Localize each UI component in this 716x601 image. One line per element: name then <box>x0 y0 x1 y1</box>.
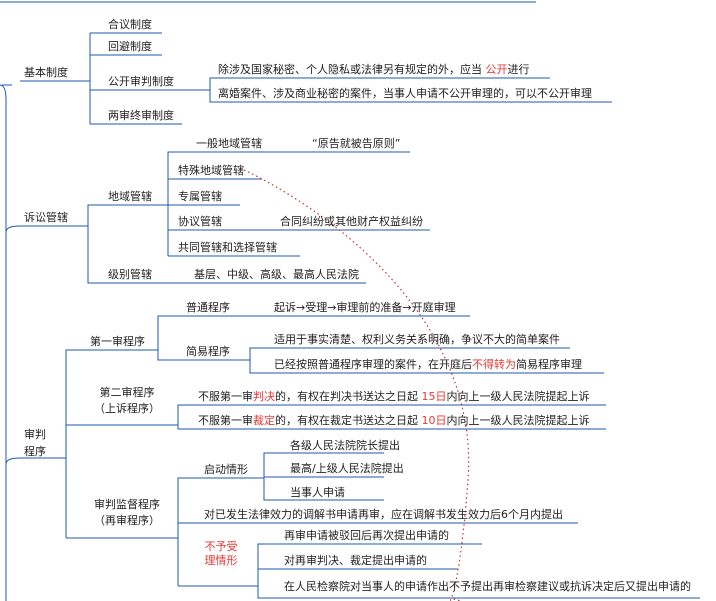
node-recusal-system: 回避制度 <box>108 40 152 53</box>
not-accepted-3: 在人民检察院对当事人的申请作出不予提出再审检察建议或抗诉决定后又提出申请的 <box>284 580 691 593</box>
highlight-public: 公开 <box>485 63 508 76</box>
node-exclusive: 专属管辖 <box>178 190 222 203</box>
highlight-cannot-convert: 不得转为 <box>472 358 516 371</box>
public-trial-rule-1: 除涉及国家秘密、个人隐私或法律另有规定的外，应当 公开进行 <box>218 63 530 76</box>
node-trial-procedure: 审判 程序 <box>24 428 46 458</box>
level-jurisdiction-note: 基层、中级、高级、最高人民法院 <box>194 268 359 281</box>
ordinary-procedure-steps: 起诉→受理→审理前的准备→开庭审理 <box>274 301 456 314</box>
node-ordinary-procedure: 普通程序 <box>186 301 230 314</box>
node-level-jurisdiction: 级别管辖 <box>108 268 152 281</box>
node-first-instance: 第一审程序 <box>90 335 145 348</box>
agreement-note: 合同纠纷或其他财产权益纠纷 <box>280 215 423 228</box>
node-basic-system: 基本制度 <box>24 66 68 79</box>
node-agreement: 协议管辖 <box>178 215 222 228</box>
node-regional-jurisdiction: 地域管辖 <box>108 190 152 203</box>
node-not-accepted: 不予受 理情形 <box>204 540 238 567</box>
node-start-conditions: 启动情形 <box>204 463 248 476</box>
not-accepted-1: 再审申请被驳回后再次提出申请的 <box>284 529 449 542</box>
node-two-instance-system: 两审终审制度 <box>108 109 174 122</box>
highlight-judgment: 判决 <box>253 390 275 403</box>
node-simple-procedure: 简易程序 <box>186 345 230 358</box>
public-trial-rule-2: 离婚案件、涉及商业秘密的案件，当事人申请不公开审理的，可以不公开审理 <box>218 87 592 100</box>
node-general-regional: 一般地域管辖 <box>196 137 262 150</box>
highlight-10-days: 10日 <box>421 414 447 427</box>
not-accepted-2: 对再审判决、裁定提出申请的 <box>284 554 427 567</box>
appeal-judgment-rule: 不服第一审判决的，有权在判决书送达之日起 15日内向上一级人民法院提起上诉 <box>198 390 590 403</box>
mediation-retrial-rule: 对已发生法律效力的调解书申请再审，应在调解书发生效力后6个月内提出 <box>204 508 563 521</box>
node-joint-selective: 共同管辖和选择管辖 <box>178 241 277 254</box>
start-condition-2: 最高/上级人民法院提出 <box>290 462 404 475</box>
start-condition-1: 各级人民法院院长提出 <box>290 439 400 452</box>
node-collegiate-system: 合议制度 <box>108 18 152 31</box>
appeal-ruling-rule: 不服第一审裁定的，有权在裁定书送达之日起 10日内向上一级人民法院提起上诉 <box>198 414 590 427</box>
simple-procedure-note-1: 适用于事实清楚、权利义务关系明确，争议不大的简单案件 <box>274 333 560 346</box>
top-partial-text: …………………………………………………………………………… <box>0 0 319 2</box>
simple-procedure-note-2: 已经按照普通程序审理的案件，在开庭后不得转为简易程序审理 <box>274 358 582 371</box>
node-second-instance: 第二审程序 （上诉程序） <box>94 386 160 415</box>
general-regional-note: “原告就被告原则” <box>312 137 401 150</box>
node-jurisdiction: 诉讼管辖 <box>24 211 68 224</box>
start-condition-3: 当事人申请 <box>290 486 345 499</box>
highlight-ruling: 裁定 <box>253 414 275 427</box>
highlight-15-days: 15日 <box>421 390 447 403</box>
node-special-regional: 特殊地域管辖 <box>178 164 244 177</box>
node-public-trial-system: 公开审判制度 <box>108 75 174 88</box>
node-supervision-procedure: 审判监督程序 （再审程序） <box>94 498 160 527</box>
